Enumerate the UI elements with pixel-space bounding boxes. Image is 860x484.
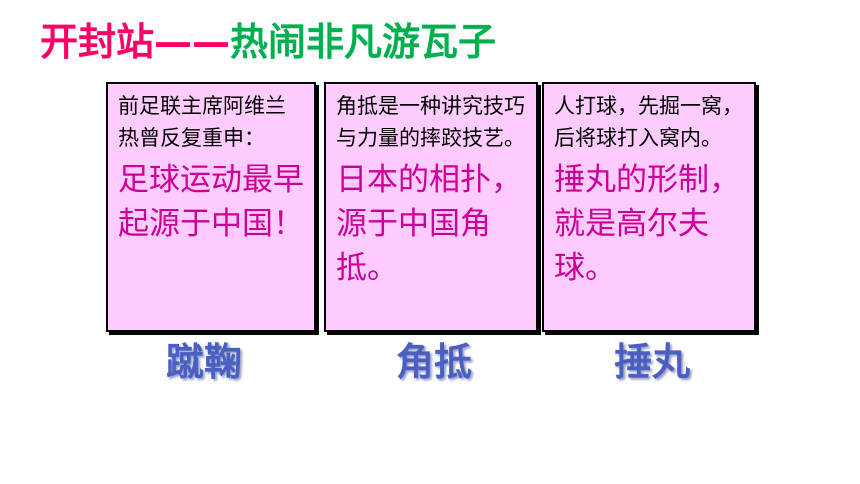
card-highlight: 足球运动最早起源于中国！	[118, 162, 304, 242]
card-description: 前足联主席阿维兰热曾反复重申：	[118, 94, 286, 150]
title-subject: 热闹非凡游瓦子	[230, 20, 497, 64]
card-cuju: 前足联主席阿维兰热曾反复重申： 足球运动最早起源于中国！	[106, 82, 316, 332]
title-location: 开封站——	[40, 20, 231, 64]
card-description: 人打球，先掘一窝，后将球打入窝内。	[554, 94, 743, 150]
label-cuju: 蹴鞠	[166, 340, 243, 384]
label-chuiwan: 捶丸	[614, 340, 691, 384]
card-highlight: 捶丸的形制，就是高尔夫球。	[554, 162, 740, 286]
page-title: 开封站——热闹非凡游瓦子	[40, 18, 496, 66]
card-chuiwan: 人打球，先掘一窝，后将球打入窝内。 捶丸的形制，就是高尔夫球。	[542, 82, 756, 332]
label-jiaodi: 角抵	[396, 340, 473, 384]
card-jiaodi: 角抵是一种讲究技巧与力量的摔跤技艺。 日本的相扑，源于中国角抵。	[324, 82, 538, 332]
card-highlight: 日本的相扑，源于中国角抵。	[336, 162, 522, 286]
card-description: 角抵是一种讲究技巧与力量的摔跤技艺。	[336, 94, 525, 150]
